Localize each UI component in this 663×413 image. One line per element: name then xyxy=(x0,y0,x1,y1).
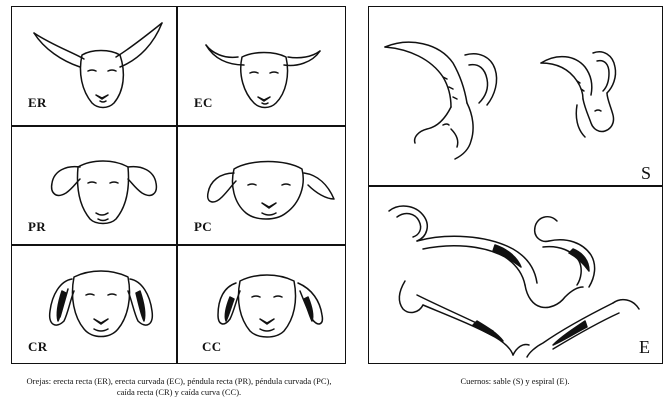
label-s: S xyxy=(641,163,651,184)
horn-types-panel: S E xyxy=(368,6,663,364)
label-e: E xyxy=(639,337,650,358)
goat-head-pc-drawing xyxy=(190,133,340,233)
goat-head-pr-drawing xyxy=(26,133,176,233)
label-ec: EC xyxy=(194,95,213,111)
grid-horizontal-divider-2 xyxy=(12,244,345,246)
grid-horizontal-divider-horns xyxy=(369,185,662,187)
ears-caption: Orejas: erecta recta (ER), erecta curvad… xyxy=(24,376,334,397)
label-pc: PC xyxy=(194,219,212,235)
ear-types-panel: ER EC PR PC xyxy=(11,6,346,364)
label-cc: CC xyxy=(202,339,221,355)
label-pr: PR xyxy=(28,219,46,235)
horns-caption: Cuernos: sable (S) y espiral (E). xyxy=(405,376,625,387)
label-er: ER xyxy=(28,95,47,111)
goat-head-cr-drawing xyxy=(30,255,170,355)
horns-sabre-drawing xyxy=(379,29,649,179)
horns-spiral-drawing xyxy=(377,197,652,357)
label-cr: CR xyxy=(28,339,47,355)
grid-horizontal-divider-1 xyxy=(12,125,345,127)
grid-vertical-divider xyxy=(176,7,178,363)
